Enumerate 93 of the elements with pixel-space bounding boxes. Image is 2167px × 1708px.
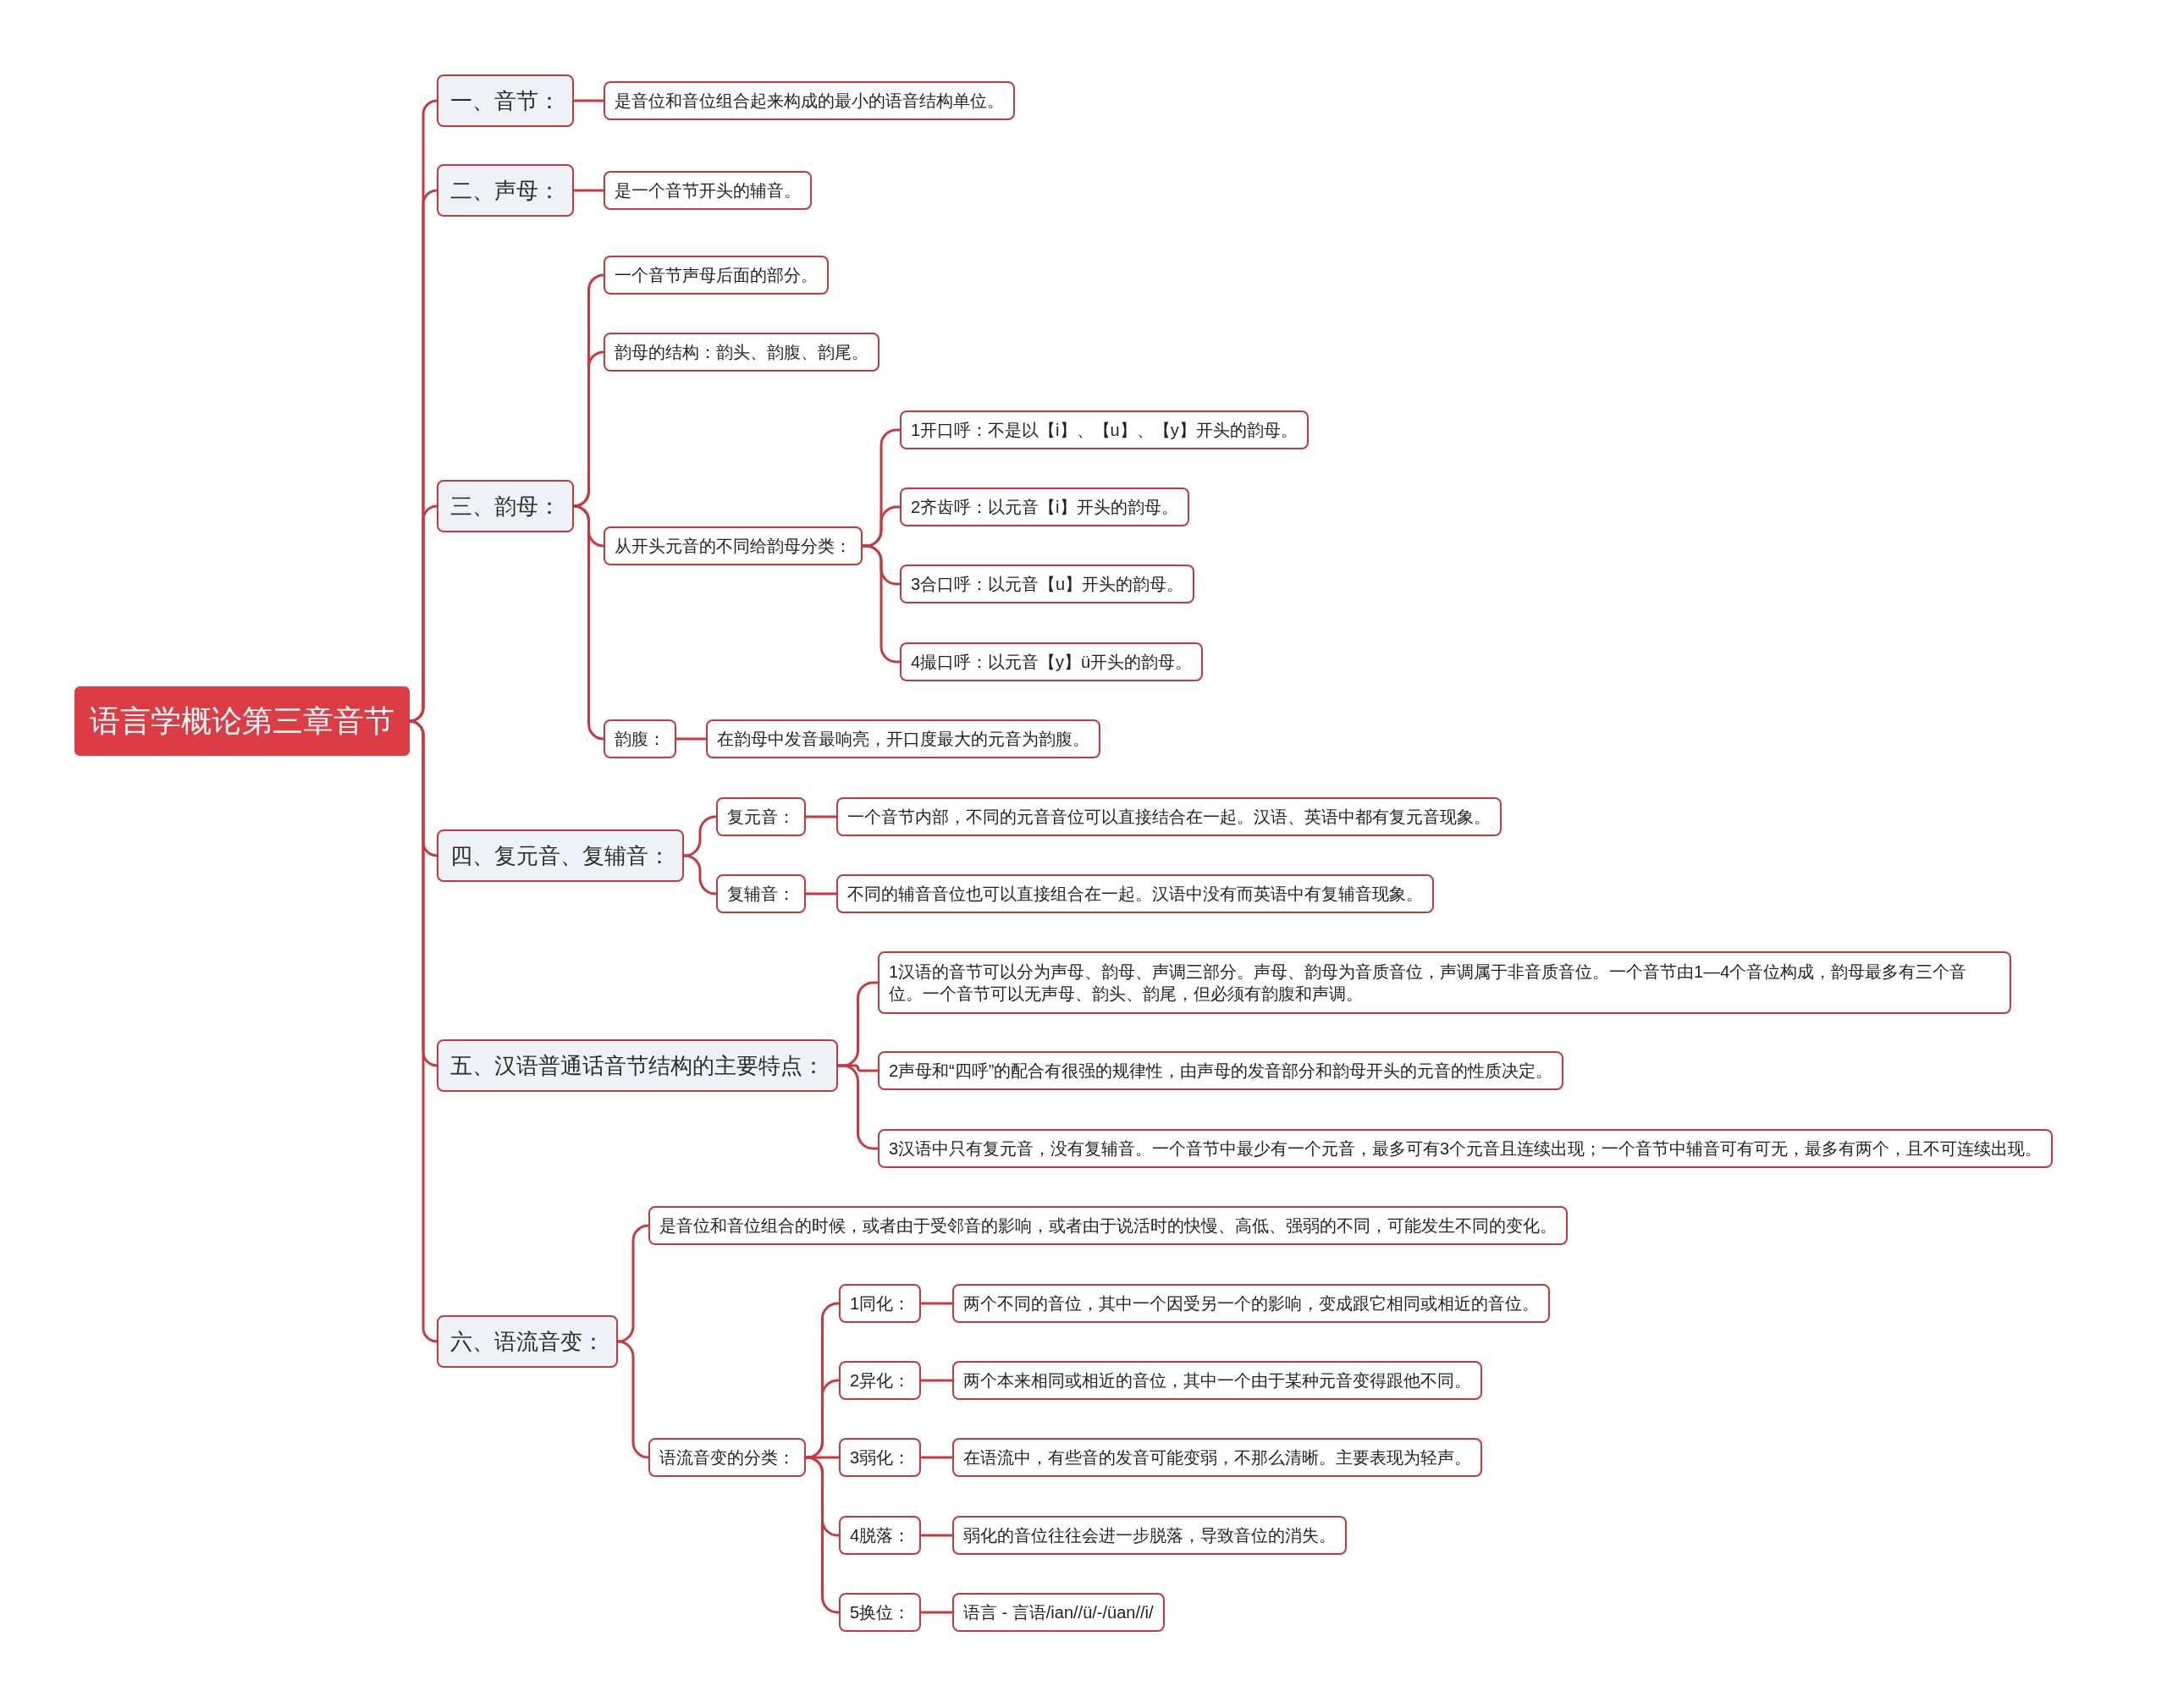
subtopic [604, 171, 812, 210]
topic-text: 一、音节： [450, 86, 560, 115]
subtopic [952, 1593, 1165, 1632]
topic-text: 2齐齿呼：以元音【i】开头的韵母。 [911, 496, 1178, 518]
connector-line [921, 1534, 952, 1537]
connector-line [805, 1456, 840, 1614]
subtopic [839, 1516, 922, 1555]
connector-line [921, 1302, 952, 1305]
main-topic [437, 74, 574, 127]
topic-text: 1汉语的音节可以分为声母、韵母、声调三部分。声母、韵母为音质音位，声调属于非音质音位。一个音节由1—4个音位构成，韵母最多有三个音位。一个音节可以无声母、韵头、韵尾，但必须有韵腹和声调。 [889, 961, 1968, 1005]
topic-text: 1同化： [850, 1292, 911, 1314]
topic-text: 3汉语中只有复元音，没有复辅音。一个音节中最少有一个元音，最多可有3个元音且连续出现；一个音节中辅音可有可无，最多有两个，且不可连续出现。 [889, 1138, 2043, 1160]
connector-line [617, 1340, 650, 1459]
topic-text: 复元音： [727, 806, 795, 828]
connector-line [921, 1456, 952, 1459]
topic-text: 三、韵母： [450, 492, 560, 521]
connector-line [921, 1379, 952, 1382]
subtopic [952, 1438, 1482, 1477]
topic-text: 是一个音节开头的辅音。 [615, 179, 801, 201]
subtopic [716, 797, 806, 836]
topic-text: 一个音节内部，不同的元音音位可以直接结合在一起。汉语、英语中都有复元音现象。 [847, 806, 1491, 828]
topic-text: 语言 - 言语/ian//ü/-/üan//i/ [963, 1601, 1154, 1623]
topic-text: 5换位： [850, 1601, 911, 1623]
subtopic [839, 1361, 922, 1400]
subtopic [878, 1051, 1564, 1090]
subtopic [900, 642, 1204, 681]
topic-text: 从开头元音的不同给韵母分类： [615, 535, 852, 557]
subtopic [900, 488, 1189, 526]
topic-text: 2声母和“四呼”的配合有很强的规律性，由声母的发音部分和韵母开头的元音的性质决定。 [889, 1060, 1553, 1082]
subtopic [900, 410, 1309, 449]
topic-text: 3合口呼：以元音【u】开头的韵母。 [911, 573, 1184, 595]
subtopic [878, 951, 2011, 1014]
topic-text: 3弱化： [850, 1446, 911, 1468]
subtopic [604, 256, 829, 295]
main-topic [437, 164, 574, 217]
topic-text: 复辅音： [727, 883, 795, 905]
connector-line [676, 737, 706, 741]
subtopic [716, 874, 806, 913]
subtopic [604, 81, 1015, 120]
main-topic [437, 480, 574, 532]
subtopic [604, 333, 879, 372]
topic-text: 语流音变的分类： [659, 1446, 795, 1468]
main-topic [437, 1039, 838, 1092]
subtopic [952, 1516, 1347, 1555]
subtopic [839, 1284, 922, 1323]
subtopic [900, 565, 1195, 603]
topic-text: 五、汉语普通话音节结构的主要特点： [450, 1051, 824, 1080]
topic-text: 在语流中，有些音的发音可能变弱，不那么清晰。主要表现为轻声。 [963, 1446, 1471, 1468]
topic-text: 1开口呼：不是以【i】、【u】、【y】开头的韵母。 [911, 419, 1298, 441]
main-topic [437, 829, 684, 882]
main-topic [437, 1315, 618, 1368]
connector-line [409, 719, 438, 1343]
subtopic [648, 1206, 1568, 1245]
topic-text: 二、声母： [450, 176, 560, 205]
connector-line [573, 350, 605, 508]
connector-line [683, 815, 717, 857]
topic-text: 六、语流音变： [450, 1327, 604, 1356]
subtopic [604, 526, 863, 565]
connector-line [574, 189, 604, 192]
connector-line [683, 854, 717, 895]
connector-line [573, 504, 605, 741]
connector-line [617, 1224, 650, 1343]
topic-text: 韵腹： [615, 728, 665, 750]
topic-text: 四、复元音、复辅音： [450, 841, 670, 870]
connector-line [805, 1379, 840, 1459]
topic-text: 4脱落： [850, 1524, 911, 1546]
subtopic [952, 1284, 1550, 1323]
topic-text: 韵母的结构：韵头、韵腹、韵尾。 [615, 341, 868, 363]
topic-text: 两个本来相同或相近的音位，其中一个由于某种元音变得跟他不同。 [963, 1369, 1471, 1391]
subtopic [836, 874, 1434, 913]
topic-text: 4撮口呼：以元音【y】ü开头的韵母。 [911, 651, 1193, 673]
topic-text: 弱化的音位往往会进一步脱落，导致音位的消失。 [963, 1524, 1336, 1546]
subtopic [839, 1438, 922, 1477]
topic-text: 是音位和音位组合的时候，或者由于受邻音的影响，或者由于说活时的快慢、高低、强弱的不同，可能发生不同的变化。 [659, 1215, 1557, 1237]
topic-text: 两个不同的音位，其中一个因受另一个的影响，变成跟它相同或相近的音位。 [963, 1292, 1539, 1314]
subtopic [878, 1129, 2054, 1168]
subtopic [839, 1593, 922, 1632]
topic-text: 2异化： [850, 1369, 911, 1391]
connector-line [574, 99, 604, 102]
topic-text: 不同的辅音音位也可以直接组合在一起。汉语中没有而英语中有复辅音现象。 [847, 883, 1423, 905]
subtopic [952, 1361, 1482, 1400]
central-topic [74, 686, 410, 756]
connector-line [921, 1611, 952, 1614]
connector-line [806, 892, 836, 895]
topic-text: 语言学概论第三章音节 [90, 702, 394, 740]
topic-text: 在韵母中发音最响亮，开口度最大的元音为韵腹。 [717, 728, 1089, 750]
subtopic [836, 797, 1502, 836]
topic-text: 是音位和音位组合起来构成的最小的语音结构单位。 [615, 90, 1004, 112]
subtopic [604, 719, 676, 758]
subtopic [648, 1438, 806, 1477]
connector-line [806, 815, 836, 818]
topic-text: 一个音节声母后面的部分。 [615, 264, 818, 286]
subtopic [706, 719, 1100, 758]
